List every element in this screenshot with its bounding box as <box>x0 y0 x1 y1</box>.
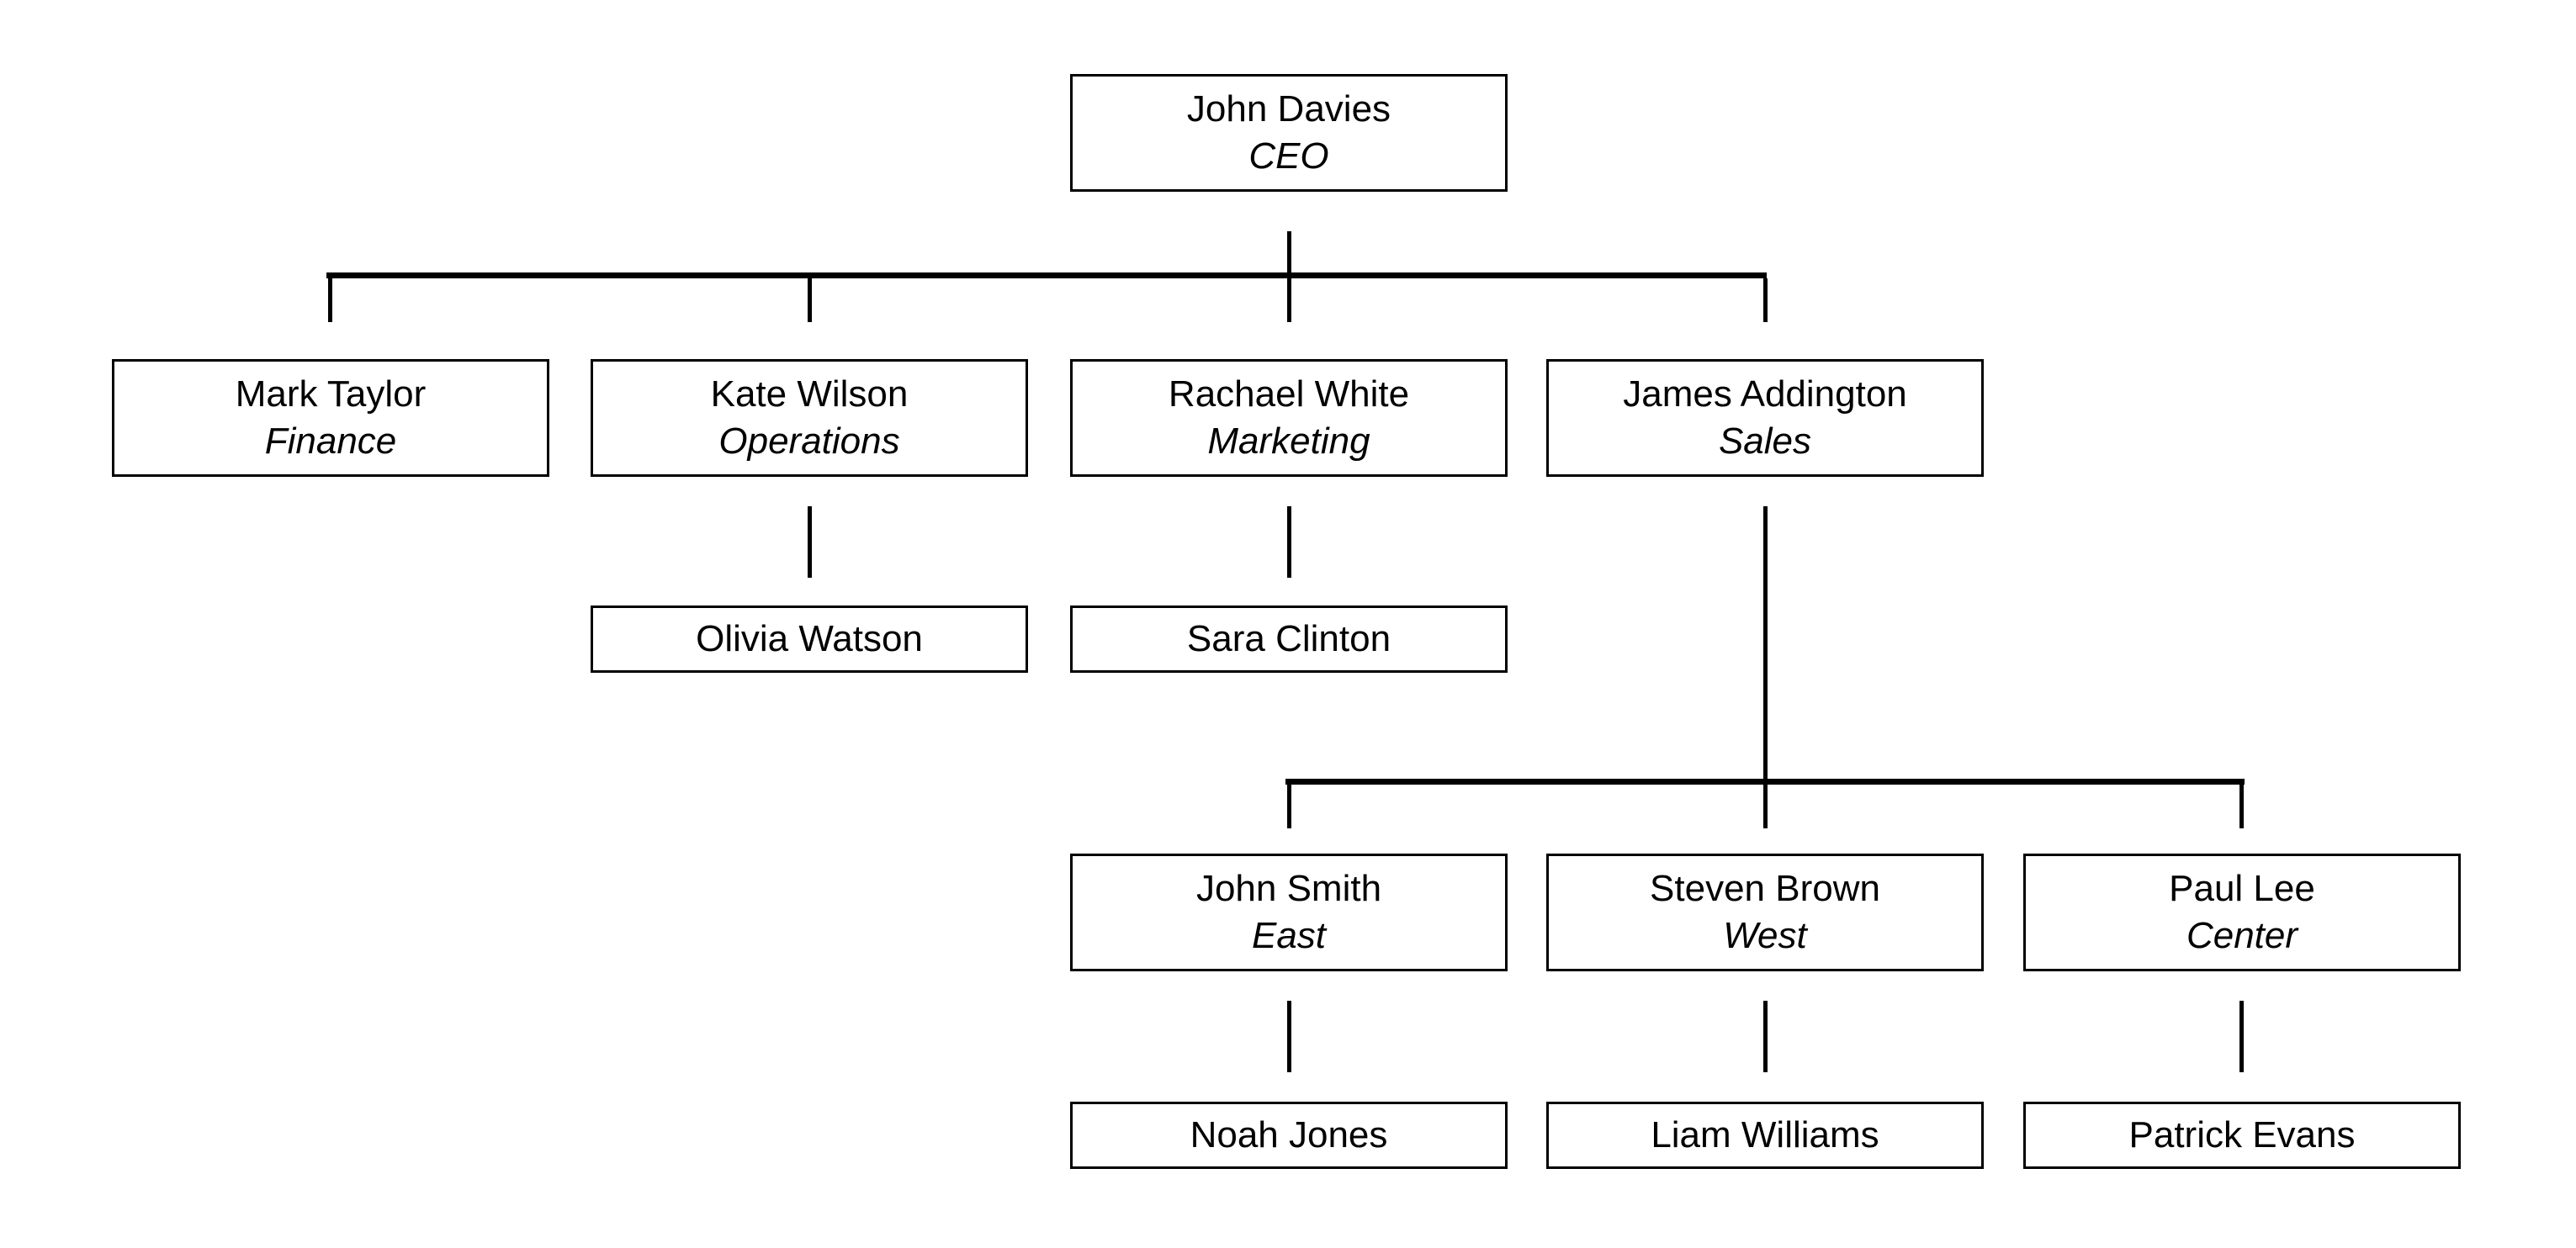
node-name: James Addington <box>1623 373 1907 415</box>
node-role: Operations <box>718 420 900 462</box>
node-name: John Smith <box>1195 868 1382 909</box>
org-node-operations: Kate Wilson Operations <box>591 359 1028 477</box>
node-name: Kate Wilson <box>710 373 909 415</box>
node-name: Steven Brown <box>1650 868 1880 909</box>
node-name: Olivia Watson <box>696 618 923 659</box>
org-node-sales: James Addington Sales <box>1546 359 1984 477</box>
node-name: Noah Jones <box>1190 1114 1388 1155</box>
org-node-finance: Mark Taylor Finance <box>112 359 549 477</box>
connector-east-to-noah <box>1287 1001 1291 1072</box>
connector-sales-drop <box>1763 506 1768 828</box>
connector-stub-sales <box>1763 278 1768 322</box>
node-role: Marketing <box>1207 420 1370 462</box>
connector-level2-rail <box>326 272 1767 278</box>
connector-stub-east <box>1287 785 1291 828</box>
node-role: Finance <box>264 420 397 462</box>
node-role: Center <box>2186 915 2298 956</box>
connector-center-to-patrick <box>2239 1001 2244 1072</box>
org-node-west: Steven Brown West <box>1546 854 1984 971</box>
org-node-east: John Smith East <box>1070 854 1508 971</box>
org-node-liam-williams: Liam Williams <box>1546 1102 1984 1169</box>
connector-operations-to-olivia <box>808 506 812 578</box>
node-name: John Davies <box>1186 88 1391 130</box>
connector-stub-operations <box>808 278 812 322</box>
org-node-sara-clinton: Sara Clinton <box>1070 605 1508 673</box>
org-node-noah-jones: Noah Jones <box>1070 1102 1508 1169</box>
node-role: East <box>1251 915 1327 956</box>
org-node-marketing: Rachael White Marketing <box>1070 359 1508 477</box>
org-node-ceo: John Davies CEO <box>1070 74 1508 192</box>
node-role: Sales <box>1718 420 1812 462</box>
node-role: CEO <box>1248 135 1329 177</box>
connector-regions-rail <box>1285 779 2245 785</box>
connector-west-to-liam <box>1763 1001 1768 1072</box>
node-name: Sara Clinton <box>1186 618 1391 659</box>
org-node-center: Paul Lee Center <box>2023 854 2461 971</box>
node-name: Paul Lee <box>2169 868 2315 909</box>
org-node-patrick-evans: Patrick Evans <box>2023 1102 2461 1169</box>
connector-stub-finance <box>328 278 332 322</box>
connector-stub-center <box>2239 785 2244 828</box>
connector-marketing-to-sara <box>1287 506 1291 578</box>
node-role: West <box>1723 915 1807 956</box>
node-name: Patrick Evans <box>2128 1114 2356 1155</box>
node-name: Liam Williams <box>1651 1114 1879 1155</box>
node-name: Mark Taylor <box>235 373 427 415</box>
org-node-olivia-watson: Olivia Watson <box>591 605 1028 673</box>
node-name: Rachael White <box>1168 373 1410 415</box>
